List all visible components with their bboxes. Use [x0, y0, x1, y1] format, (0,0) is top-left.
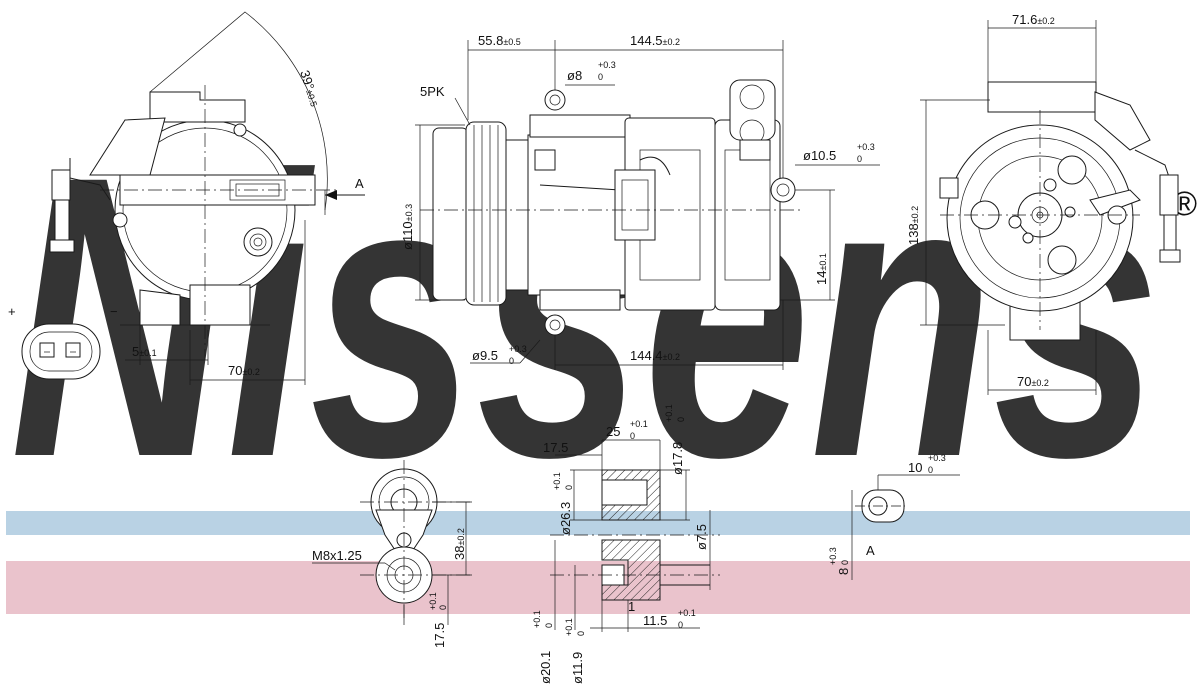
dim-detail-10-up: +0.3: [928, 453, 946, 463]
dim-hole-10-5: ø10.5: [803, 148, 836, 163]
belt-label: 5PK: [420, 84, 445, 99]
dim-sec-11-5-low: 0: [678, 620, 683, 630]
dim-port-17-5-low: 0: [438, 605, 448, 610]
dim-hole-10-5-low: 0: [857, 154, 862, 164]
blue-band: [6, 511, 1190, 535]
right-rear-view: 71.6±0.2 138±0.2 70±0.2: [906, 12, 1181, 395]
detail-a: 10 +0.3 0 8 +0.3 0 A: [828, 453, 960, 580]
dim-detail-8: 8: [836, 568, 851, 575]
dim-70-right: 70±0.2: [1017, 374, 1049, 389]
dim-sec-20-1: ø20.1: [538, 651, 553, 684]
dim-port-38: 38±0.2: [452, 528, 467, 560]
dim-sec-11-5: 11.5: [643, 613, 667, 628]
pink-band: [6, 561, 1190, 614]
dim-sec-17-8-low: 0: [676, 417, 686, 422]
dim-hole-8-low: 0: [598, 72, 603, 82]
electrical-connector: + −: [8, 304, 118, 380]
dim-144-5: 144.5±0.2: [630, 33, 680, 48]
dim-sec-20-1-low: 0: [544, 623, 554, 628]
dim-port-17-5: 17.5: [432, 623, 447, 648]
dim-sec-25: 25: [606, 424, 620, 439]
dim-hole-10-5-up: +0.3: [857, 142, 875, 152]
dim-sec-26-3-low: 0: [564, 485, 574, 490]
connector-minus: −: [110, 304, 118, 319]
dim-sec-17-8-up: +0.1: [664, 404, 674, 422]
dim-sec-11-9: ø11.9: [570, 652, 585, 684]
dim-5: 5±0.1: [132, 344, 157, 359]
dim-hole-9-5-low: 0: [509, 356, 514, 366]
dim-sec-25-low: 0: [630, 431, 635, 441]
connector-plus: +: [8, 304, 16, 319]
view-marker-a: A: [355, 176, 364, 191]
dim-sec-17-8: ø17.8: [670, 442, 685, 475]
dim-detail-10: 10: [908, 460, 922, 475]
dim-dia-110: ø110±0.3: [400, 204, 415, 250]
dim-detail-8-up: +0.3: [828, 547, 838, 565]
dim-sec-11-5-up: +0.1: [678, 608, 696, 618]
section-view: 17.5 25 +0.1 0 ø17.8 +0.1 0 ø26.3 +0.1 0…: [532, 404, 720, 684]
port-detail: 38±0.2 M8x1.25 17.5 +0.1 0: [312, 460, 472, 648]
dim-sec-1: 1: [628, 599, 635, 614]
dim-sec-11-9-low: 0: [576, 631, 586, 636]
dim-port-17-5-up: +0.1: [428, 592, 438, 610]
dim-138: 138±0.2: [906, 206, 921, 245]
dim-hole-9-5: ø9.5: [472, 348, 498, 363]
dim-detail-10-low: 0: [928, 465, 933, 475]
dim-sec-17-5: 17.5: [543, 440, 568, 455]
dim-70-left: 70±0.2: [228, 363, 260, 378]
dim-hole-8-up: +0.3: [598, 60, 616, 70]
dim-sec-25-up: +0.1: [630, 419, 648, 429]
detail-view-label: A: [866, 543, 875, 558]
dim-detail-8-low: 0: [840, 560, 850, 565]
thread-label: M8x1.25: [312, 548, 362, 563]
dim-hole-8: ø8: [567, 68, 582, 83]
dim-55-8: 55.8±0.5: [478, 33, 521, 48]
dim-sec-7-5: ø7.5: [694, 524, 709, 550]
dim-sec-26-3: ø26.3: [558, 502, 573, 535]
left-side-view: 39°±0.5 A: [8, 11, 365, 385]
dim-14: 14±0.1: [814, 253, 829, 285]
dim-144-4: 144.4±0.2: [630, 348, 680, 363]
dim-71-6: 71.6±0.2: [1012, 12, 1055, 27]
center-front-view: 55.8±0.5 144.5±0.2 ø8 +0.3 0 5PK ø110±0.…: [400, 33, 880, 370]
dim-sec-26-3-up: +0.1: [552, 472, 562, 490]
dim-sec-11-9-up: +0.1: [564, 618, 574, 636]
dim-hole-9-5-up: +0.3: [509, 344, 527, 354]
dim-sec-20-1-up: +0.1: [532, 610, 542, 628]
